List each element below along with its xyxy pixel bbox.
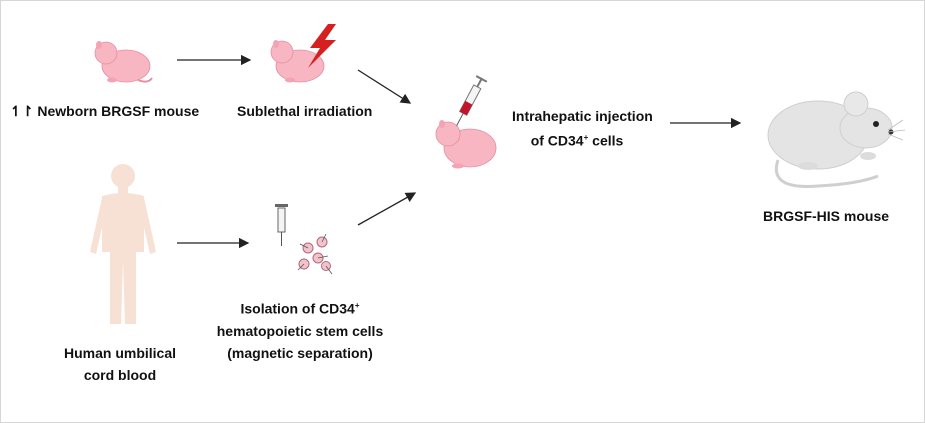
injection-label: Intrahepatic injection of CD34+ cells	[512, 105, 653, 152]
irradiated-pup-icon	[270, 24, 336, 83]
cord-blood-label: Human umbilical cord blood	[40, 342, 200, 386]
arrow-irradiation-to-injection	[357, 69, 412, 104]
isolation-line2: hematopoietic stem cells	[216, 322, 384, 339]
injection-label-line2: of CD34+ cells	[530, 132, 624, 149]
newborn-pup-icon	[94, 41, 153, 83]
injected-pup-icon	[435, 75, 497, 169]
adult-mouse-icon	[767, 91, 906, 188]
human-body-icon	[90, 164, 156, 324]
cord-blood-line1: Human umbilical	[63, 345, 177, 361]
cord-blood-line2: cord blood	[83, 367, 157, 383]
injection-label-line1: Intrahepatic injection	[512, 108, 653, 124]
stem-cells-icon	[275, 204, 333, 275]
isolation-line1: Isolation of CD34+	[240, 300, 360, 317]
magnetic-bead-cells	[298, 236, 331, 271]
irradiation-label: Sublethal irradiation	[237, 103, 373, 119]
arrow-isolation-to-injection	[357, 192, 417, 226]
isolation-label: Isolation of CD34+ hematopoietic stem ce…	[215, 295, 385, 364]
newborn-label: ↿↾ Newborn BRGSF mouse	[10, 103, 200, 119]
his-mouse-label: BRGSF-HIS mouse	[763, 208, 890, 224]
syringe-icon	[456, 75, 488, 126]
isolation-line3: (magnetic separation)	[227, 344, 373, 361]
lightning-bolt-icon	[308, 24, 336, 68]
cell-syringe-icon	[275, 204, 288, 246]
